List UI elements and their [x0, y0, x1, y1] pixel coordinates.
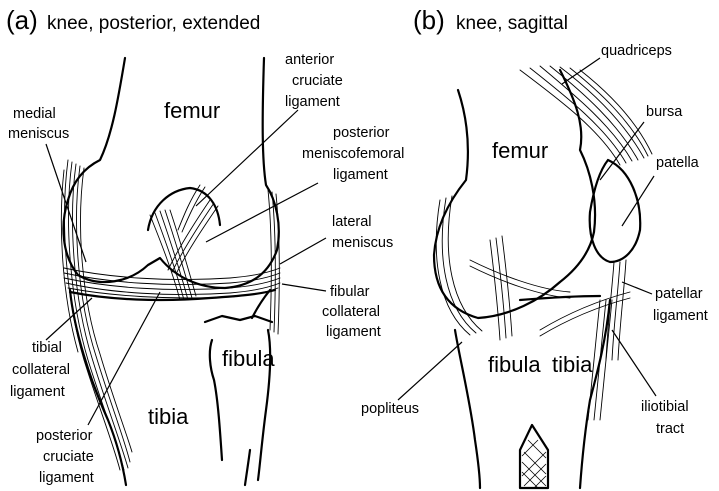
panel-b-title: (b) knee, sagittal: [413, 5, 568, 35]
label-pmfl-l1: posterior: [333, 125, 390, 141]
label-acl-l2: cruciate: [292, 73, 343, 89]
panel-b-subtitle: knee, sagittal: [456, 13, 568, 34]
tibial-collateral-fibres: [61, 160, 132, 470]
leader-medial-meniscus: [46, 144, 86, 262]
label-pcl-l3: ligament: [39, 470, 94, 486]
leader-patella: [622, 176, 654, 226]
leader-acl: [196, 110, 298, 206]
panel-b-labels: femur fibula tibia quadriceps bursa pate…: [361, 43, 708, 437]
label-bursa: bursa: [646, 104, 683, 120]
panel-b-letter: (b): [413, 5, 445, 35]
menisci-b-fibres: [436, 196, 570, 340]
label-pmfl-l2: meniscofemoral: [302, 146, 404, 162]
femur-a-outline: [63, 58, 278, 288]
label-patella: patella: [656, 155, 700, 171]
label-medial-meniscus-l1: medial: [13, 106, 56, 122]
label-patellar-ligament-l2: ligament: [653, 308, 708, 324]
label-pcl-l2: cruciate: [43, 449, 94, 465]
leader-popliteus: [398, 342, 462, 400]
label-iliotibial-l1: iliotibial: [641, 399, 689, 415]
label-tcl-l3: ligament: [10, 384, 65, 400]
leader-fcl: [282, 284, 326, 291]
label-acl-l3: ligament: [285, 94, 340, 110]
leader-iliotibial: [612, 330, 656, 396]
femur-b-outline: [434, 70, 595, 318]
label-fibula-b: fibula: [488, 352, 541, 377]
label-pcl-l1: posterior: [36, 428, 93, 444]
label-quadriceps: quadriceps: [601, 43, 672, 59]
panel-a-subtitle: knee, posterior, extended: [47, 13, 260, 34]
label-fcl-l1: fibular: [330, 284, 370, 300]
label-lateral-meniscus-l1: lateral: [332, 214, 372, 230]
leader-patellar-ligament: [622, 282, 652, 294]
label-tibia-a: tibia: [148, 404, 189, 429]
panel-b-drawing: [434, 66, 652, 488]
label-medial-meniscus-l2: meniscus: [8, 126, 69, 142]
leader-quadriceps: [562, 58, 600, 84]
label-fibula-a: fibula: [222, 346, 275, 371]
label-femur-b: femur: [492, 138, 548, 163]
label-popliteus: popliteus: [361, 401, 419, 417]
label-tibia-b: tibia: [552, 352, 593, 377]
label-tcl-l1: tibial: [32, 340, 62, 356]
leader-pmfl: [206, 183, 318, 242]
label-tcl-l2: collateral: [12, 362, 70, 378]
leader-lateral-meniscus: [280, 238, 326, 264]
patella-b-outline: [590, 160, 641, 262]
fibular-collateral-fibres: [268, 190, 279, 334]
label-pmfl-l3: ligament: [333, 167, 388, 183]
label-patellar-ligament-l1: patellar: [655, 286, 703, 302]
panel-a-title: (a) knee, posterior, extended: [6, 5, 260, 35]
label-lateral-meniscus-l2: meniscus: [332, 235, 393, 251]
fibula-b-hatch: [522, 440, 546, 488]
fibula-a-top: [205, 316, 272, 322]
panel-a-letter: (a): [6, 5, 38, 35]
label-acl-l1: anterior: [285, 52, 334, 68]
label-fcl-l3: ligament: [326, 324, 381, 340]
label-femur-a: femur: [164, 98, 220, 123]
label-iliotibial-l2: tract: [656, 421, 684, 437]
label-fcl-l2: collateral: [322, 304, 380, 320]
